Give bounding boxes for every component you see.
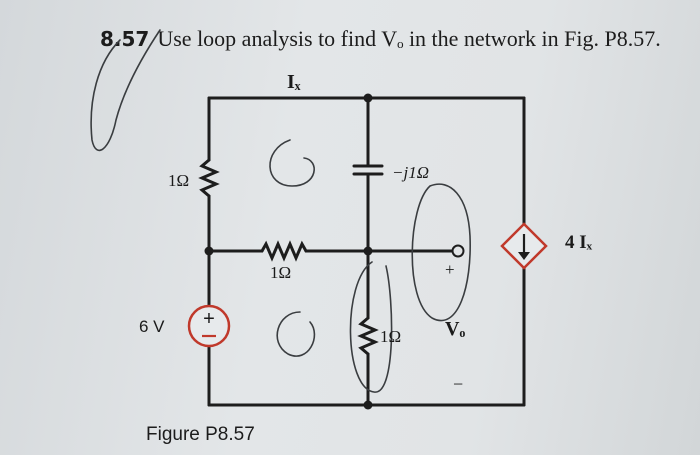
node-center: [363, 246, 373, 256]
handwritten-loop-arrow-top: [269, 139, 315, 187]
problem-number: 8.57: [100, 27, 150, 51]
label-voltage-source: 6 V: [139, 317, 165, 336]
label-vo: Vₒ: [445, 318, 465, 340]
label-resistor-right: 1Ω: [380, 327, 401, 346]
node-bottom: [363, 400, 373, 410]
label-capacitor: −j1Ω: [392, 163, 429, 182]
problem-statement: 8.57 Use loop analysis to find Vₒ in the …: [100, 26, 661, 52]
source-plus-sign: +: [203, 308, 215, 330]
node-top: [363, 93, 373, 103]
label-resistor-left: 1Ω: [168, 171, 189, 190]
handwritten-margin-mark: [90, 29, 161, 152]
label-resistor-middle: 1Ω: [270, 263, 291, 282]
voltage-source: [187, 304, 231, 348]
handwritten-loop-arrow-bottom: [276, 311, 316, 357]
resistor-left: [198, 158, 220, 198]
resistor-middle: [260, 240, 308, 262]
label-vo-plus: +: [445, 260, 455, 279]
label-vo-minus: −: [453, 374, 463, 394]
figure-caption: Figure P8.57: [146, 424, 255, 445]
handwritten-loop-center: [349, 261, 393, 393]
output-terminal: [451, 244, 465, 258]
label-dependent-source: 4 Iₓ: [565, 232, 593, 253]
resistor-right: [357, 316, 379, 356]
handwritten-loop-right: [411, 183, 471, 322]
problem-text: Use loop analysis to find Vₒ in the netw…: [157, 26, 661, 51]
label-ix: Iₓ: [287, 71, 301, 93]
node-left: [204, 246, 214, 256]
arrow-down-icon: [518, 252, 530, 260]
